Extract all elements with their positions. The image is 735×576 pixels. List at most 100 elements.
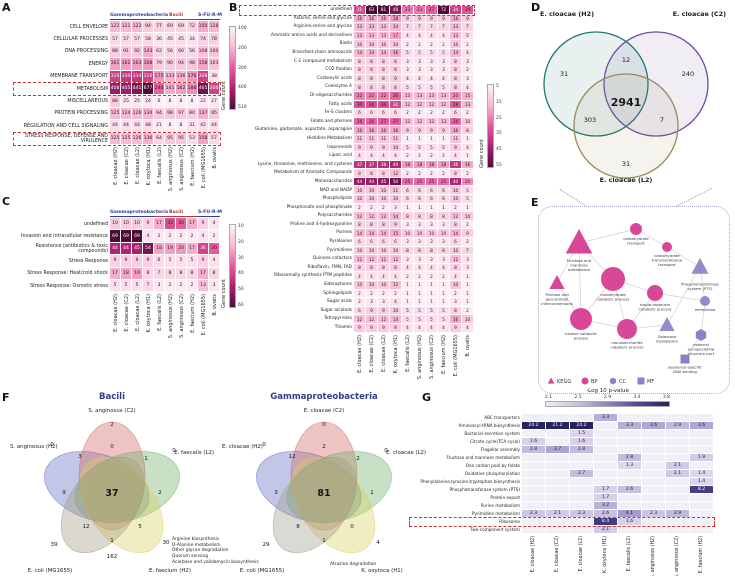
row-label: Citrate cycle(TCA cycle): [470, 438, 520, 444]
heatmap-cell: 4: [402, 74, 414, 84]
heatmap-cell: 64: [154, 132, 165, 145]
triangle-node-icon: [691, 258, 709, 274]
heatmap-cell: 13: [198, 279, 209, 293]
heatmap-cell: 25: [414, 177, 426, 187]
column-label: E. faecalis (L2): [627, 536, 632, 572]
heatmap-cell: 3: [390, 203, 402, 213]
heatmap-cell: 25: [438, 177, 450, 187]
heatmap-cell: [594, 478, 618, 486]
heatmap-cell: 10: [378, 195, 390, 204]
heatmap-cell: 2: [176, 279, 187, 293]
heatmap-cell: 10: [462, 315, 474, 324]
heatmap-cell: 5: [414, 83, 426, 92]
heatmap-cell: [690, 438, 714, 446]
heatmap-cell: 7: [402, 23, 414, 32]
heatmap-row: Glutamine, glutamate, aspartate, asparag…: [240, 126, 474, 135]
annotation-line: Acarbose and validamycin biosynthesis: [172, 559, 259, 565]
row-label: Protein export: [490, 494, 520, 500]
heatmap-cell: 2: [462, 109, 474, 118]
heatmap-cell: 10: [450, 195, 462, 204]
heatmap-cell: 2: [426, 272, 438, 281]
heatmap-cell: 22: [378, 91, 390, 101]
heatmap-cell: [642, 502, 666, 510]
heatmap-cell: 4: [390, 298, 402, 307]
heatmap-cell: [618, 446, 642, 454]
heatmap-cell: 8: [176, 120, 187, 133]
heatmap-cell: 13: [378, 23, 390, 32]
panel-label-b: B: [229, 1, 238, 14]
heatmap-cell: 4: [426, 31, 438, 41]
heatmap-cell: [618, 414, 642, 422]
heatmap-cell: 10: [462, 212, 474, 221]
row-label: Isoprenoids: [327, 144, 352, 150]
heatmap-cell: 8: [366, 57, 378, 67]
heatmap-cell: 22: [198, 95, 209, 108]
heatmap-cell: 1.6: [570, 438, 594, 446]
heatmap-cell: [570, 462, 594, 470]
heatmap-cell: 4: [438, 263, 450, 273]
heatmap-cell: 246: [154, 82, 165, 96]
heatmap-cell: 40: [450, 177, 462, 187]
heatmap-cell: 30: [354, 100, 366, 110]
panel-label-a: A: [2, 1, 11, 14]
heatmap-cell: 4: [378, 272, 390, 281]
heatmap-cell: 162: [121, 58, 132, 71]
heatmap-cell: 9: [366, 323, 378, 333]
row-label: Pyrimidines: [326, 247, 352, 253]
heatmap-cell: 13: [366, 31, 378, 41]
heatmap-row: Resistance (antibiotics & toxic compound…: [14, 242, 220, 256]
heatmap-cell: 79: [154, 58, 165, 71]
heatmap-cell: 12: [390, 255, 402, 264]
heatmap-cell: 9: [366, 143, 378, 153]
heatmap-cell: [546, 454, 570, 462]
heatmap-cell: 2: [154, 230, 165, 243]
heatmap-cell: [594, 454, 618, 462]
column-label: B. ovatis: [211, 294, 218, 316]
column-labels: E. cloacae (H2)E. cloacae (C2)E. cloacae…: [410, 534, 714, 576]
heatmap-cell: 66: [176, 45, 187, 59]
heatmap-cell: 4: [438, 323, 450, 333]
heatmap-cell: 137: [198, 107, 209, 121]
column-label: E. cloacae (L2): [134, 146, 141, 184]
heatmap-cell: [618, 526, 642, 534]
heatmap-cell: 2: [209, 230, 220, 243]
heatmap-cell: 30: [176, 218, 187, 231]
column-label: K. oxytoca (H1): [393, 334, 399, 374]
heatmap-cell: 121: [121, 21, 132, 34]
column-label: E. faecalis (L2): [405, 334, 411, 372]
heatmap-cell: 1: [414, 281, 426, 290]
heatmap-cell: 2.9: [666, 422, 690, 430]
heatmap-cell: 25: [132, 95, 143, 108]
heatmap-cell: [546, 518, 570, 526]
column-label: S. anginosus (C2): [429, 334, 435, 379]
heatmap-cell: 5: [438, 48, 450, 58]
hexagon-node-icon: [695, 329, 707, 341]
heatmap-cell: [546, 526, 570, 534]
venn-region-count: 2: [356, 456, 360, 462]
heatmap-cell: [522, 502, 546, 510]
heatmap-cell: 5: [121, 279, 132, 293]
heatmap-cell: 150: [198, 21, 209, 34]
heatmap-cell: [546, 494, 570, 502]
row-label: Monosaccharides: [314, 178, 352, 184]
heatmap-cell: 3.2: [594, 502, 618, 510]
network-edge: [700, 300, 706, 336]
heatmap-cell: [690, 414, 714, 422]
heatmap-cell: 97: [176, 107, 187, 121]
heatmap-cell: 8: [378, 263, 390, 273]
row-label: Fe-S clusters: [324, 110, 352, 116]
row-label: Invasion and intracellular resistance: [21, 234, 108, 240]
heatmap-cell: 8: [462, 126, 474, 135]
heatmap-cell: 306: [209, 82, 220, 96]
colorbar-tick: 30: [238, 255, 244, 261]
heatmap-cell: [570, 518, 594, 526]
colorbar-tick: 3.8: [662, 395, 670, 400]
venn-region-count: 9: [62, 490, 66, 496]
